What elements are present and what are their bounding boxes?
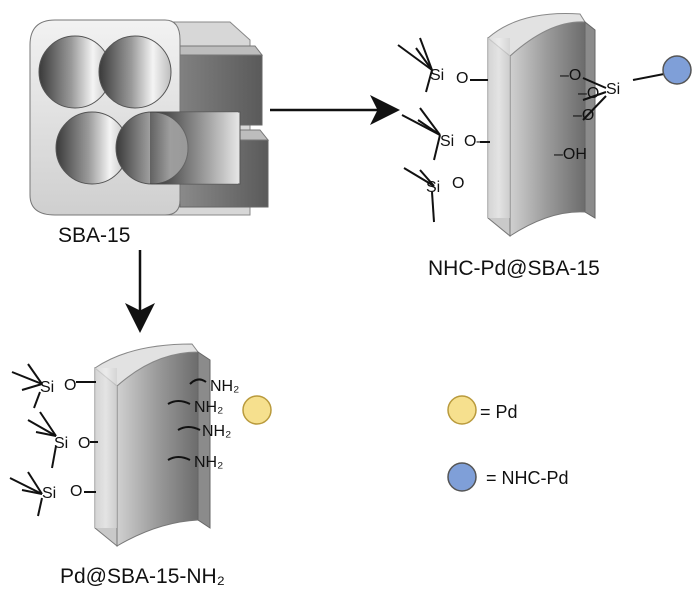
sba15-structure: [29, 19, 270, 216]
pd-nh2-3: NH₂: [202, 423, 231, 440]
nhc-si-2: Si: [440, 133, 454, 150]
legend-pd-swatch: [447, 395, 477, 425]
nhc-o-inner-1: –O: [560, 67, 581, 84]
nhc-oh: –OH: [554, 146, 587, 163]
nhc-product-label: NHC-Pd@SBA-15: [428, 257, 600, 280]
pd-si-2: Si: [54, 435, 68, 452]
pd-surface-groups: [9, 363, 207, 517]
legend-pd-label: = Pd: [480, 402, 518, 422]
nhc-si-1: Si: [430, 67, 444, 84]
nhc-o-1: O: [456, 70, 468, 87]
pd-sba15-structure: [94, 343, 211, 548]
nhc-o-3: O: [452, 175, 464, 192]
pd-nh2-2: NH₂: [194, 399, 223, 416]
legend-nhc-swatch: [447, 462, 477, 492]
pd-o-3: O: [70, 483, 82, 500]
pd-si-1: Si: [40, 379, 54, 396]
legend-nhc-label: = NHC-Pd: [486, 468, 569, 488]
nhc-o-2: O–: [464, 133, 485, 150]
nhc-si-3: Si: [426, 179, 440, 196]
nhc-o-inner-3: –O: [573, 107, 594, 124]
nhc-surface-groups: [397, 37, 665, 223]
sba15-label: SBA-15: [58, 224, 130, 247]
nhc-pd-particle: [662, 55, 692, 85]
pd-nh2-4: NH₂: [194, 454, 223, 471]
nhc-o-inner-2: –O: [578, 85, 599, 102]
pd-si-3: Si: [42, 485, 56, 502]
nhc-si-inner: Si: [606, 81, 620, 98]
legend: = Pd = NHC-Pd: [447, 395, 569, 492]
pd-product-label: Pd@SBA-15-NH₂: [60, 565, 225, 588]
pd-o-1: O: [64, 377, 76, 394]
pd-particle: [242, 395, 272, 425]
pd-o-2: O: [78, 435, 90, 452]
pd-nh2-1: NH₂: [210, 378, 239, 395]
nhc-pd-sba15-structure: [487, 13, 596, 238]
